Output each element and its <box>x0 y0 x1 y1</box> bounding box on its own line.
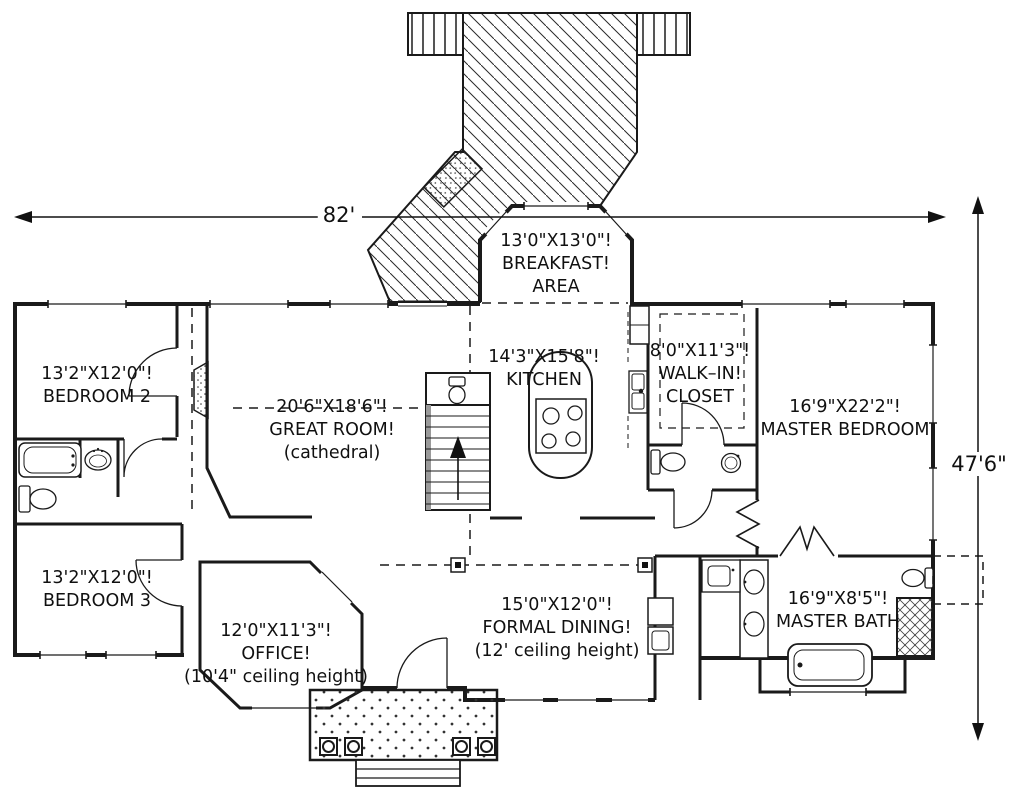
toilet-icon <box>901 567 934 589</box>
fireplace-icon <box>193 360 209 420</box>
bathtub-icon <box>18 442 82 478</box>
kitchen-sink-icon <box>628 370 648 414</box>
room-label-bedroom-2: 13'2"X12'0"! BEDROOM 2 <box>41 363 153 409</box>
front-door <box>396 637 448 689</box>
room-label-bedroom-3: 13'2"X12'0"! BEDROOM 3 <box>41 567 153 613</box>
buffet-niche <box>647 597 674 655</box>
room-size: 13'0"X13'0"! <box>500 231 612 251</box>
porch-column-icon <box>319 737 496 756</box>
doors <box>123 347 835 689</box>
sink-icon <box>720 452 742 474</box>
dimension-arrow-width <box>14 211 946 223</box>
deck-railing-left <box>407 12 464 56</box>
room-name: KITCHEN <box>506 369 582 390</box>
kitchen-fixtures <box>528 305 650 479</box>
powder-door <box>673 489 713 529</box>
room-note: (10'4" ceiling height) <box>184 666 368 687</box>
room-name2: CLOSET <box>666 386 734 407</box>
hall-bath-fixtures <box>18 442 112 513</box>
dining-columns <box>450 557 653 573</box>
room-name: BEDROOM 2 <box>42 386 152 407</box>
toilet-icon <box>650 449 686 475</box>
refrigerator-icon <box>629 305 650 345</box>
window-seat-bumpout <box>932 555 984 605</box>
master-bath-fixtures <box>647 559 934 687</box>
room-name: MASTER BATH <box>775 611 901 632</box>
room-size: 14'3"X15'8"! <box>488 347 600 367</box>
room-name: MASTER BEDROOM <box>760 419 930 440</box>
sink-icon <box>701 559 741 593</box>
deck-railing-right <box>636 12 691 56</box>
master-bedroom-door <box>735 499 761 549</box>
powder-room-fixtures <box>650 449 742 475</box>
hall-bath-door <box>123 438 163 478</box>
closet-shelving <box>659 313 745 429</box>
room-name: WALK–IN! <box>658 363 742 384</box>
room-label-office: 12'0"X11'3"! OFFICE! (10'4" ceiling heig… <box>184 620 368 688</box>
toilet-icon <box>18 485 57 513</box>
room-size: 16'9"X8'5"! <box>787 589 889 609</box>
porch-steps <box>355 759 461 787</box>
master-bath-doors <box>779 525 835 557</box>
staircase <box>425 372 491 511</box>
room-name: OFFICE! <box>241 643 311 664</box>
closet-door <box>681 402 725 446</box>
room-size: 13'2"X12'0"! <box>41 568 153 588</box>
room-name: BREAKFAST! <box>502 253 610 274</box>
room-name: BEDROOM 3 <box>42 590 152 611</box>
room-size: 20'6"X18'6"! <box>276 397 388 417</box>
room-size: 16'9"X22'2"! <box>789 397 901 417</box>
room-label-master-bedroom: 16'9"X22'2"! MASTER BEDROOM <box>761 396 930 442</box>
room-note: (12' ceiling height) <box>474 640 640 661</box>
interior-walls <box>15 302 935 655</box>
toilet-icon <box>448 376 466 405</box>
room-name2: AREA <box>532 276 580 297</box>
room-label-breakfast-area: 13'0"X13'0"! BREAKFAST! AREA <box>500 230 612 298</box>
shower-icon <box>896 597 934 657</box>
room-label-master-bath: 16'9"X8'5"! MASTER BATH <box>776 588 900 634</box>
room-size: 12'0"X11'3"! <box>220 621 332 641</box>
room-name: FORMAL DINING! <box>482 617 632 638</box>
garden-tub-icon <box>787 643 873 687</box>
front-porch <box>308 688 499 787</box>
sink-icon <box>84 447 112 471</box>
planter-box-icon <box>422 147 484 209</box>
room-label-walk-in-closet: 8'0"X11'3"! WALK–IN! CLOSET <box>650 340 750 408</box>
room-label-formal-dining: 15'0"X12'0"! FORMAL DINING! (12' ceiling… <box>475 594 640 662</box>
bedroom3-door <box>135 559 183 607</box>
room-label-great-room: 20'6"X18'6"! GREAT ROOM! (cathedral) <box>269 396 394 464</box>
room-label-kitchen: 14'3"X15'8"! KITCHEN <box>488 346 600 392</box>
windows <box>39 202 937 712</box>
room-name: GREAT ROOM! <box>269 419 395 440</box>
room-size: 13'2"X12'0"! <box>41 364 153 384</box>
double-vanity-icon <box>739 559 769 659</box>
bedroom2-door <box>128 347 178 397</box>
room-note: (cathedral) <box>283 442 381 463</box>
room-size: 8'0"X11'3"! <box>649 341 751 361</box>
deck-french-door <box>398 300 447 307</box>
dimension-width-label: 82' <box>317 203 361 227</box>
dimension-height-label: 47'6" <box>946 452 1012 476</box>
room-size: 15'0"X12'0"! <box>501 595 613 615</box>
